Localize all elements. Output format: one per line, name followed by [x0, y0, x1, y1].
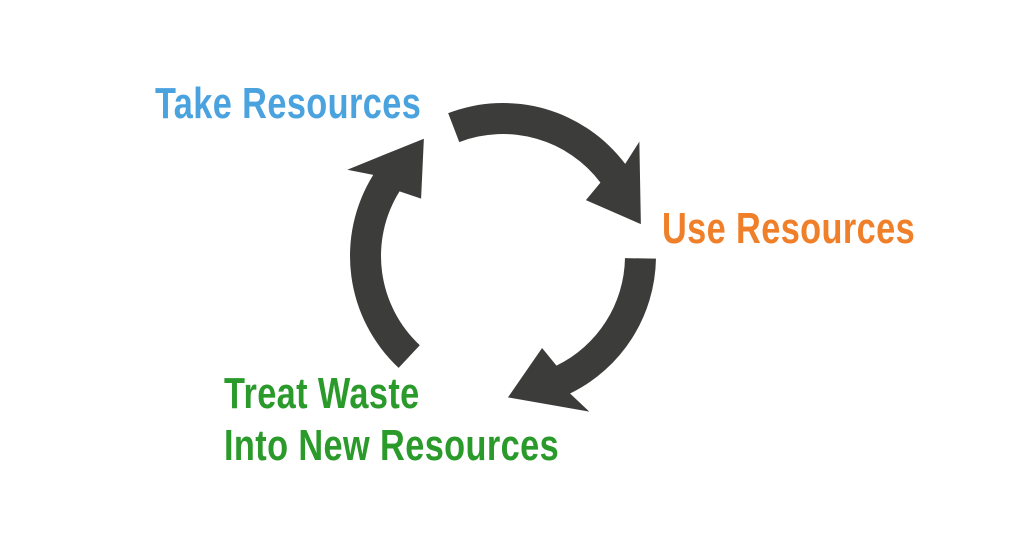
- label-take-resources: Take Resources: [155, 79, 422, 128]
- arrow-treat-to-take: [347, 138, 424, 368]
- arrow-use-to-treat: [507, 258, 656, 412]
- label-treat-waste: Treat Waste: [224, 369, 420, 418]
- label-into-new-resources: Into New Resources: [224, 421, 560, 470]
- arrow-take-to-use: [448, 102, 641, 225]
- label-use-resources: Use Resources: [662, 204, 916, 253]
